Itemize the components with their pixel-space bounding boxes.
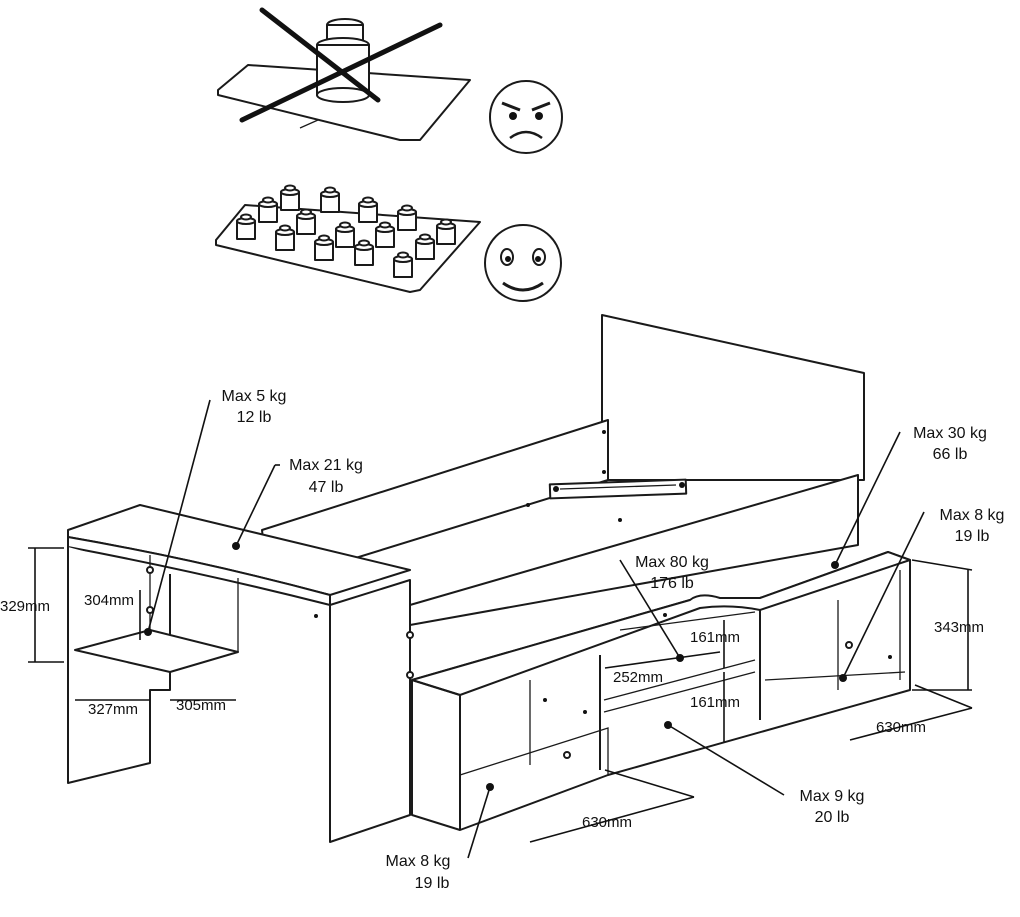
cross-mark-icon bbox=[259, 7, 381, 103]
desk-shelf-load-lb: 12 lb bbox=[237, 409, 272, 426]
bed-cabinet-unit bbox=[411, 551, 911, 831]
mid-shelf-load-kg: Max 80 kg bbox=[635, 554, 709, 571]
desk-shelf-height-dim: 304mm bbox=[84, 592, 134, 609]
small-weight-icon bbox=[436, 218, 456, 245]
small-weight-icon bbox=[280, 184, 300, 211]
mid-shelf-lower-dim: 161mm bbox=[690, 694, 740, 711]
small-weight-icon bbox=[375, 221, 395, 248]
end-shelf-load-kg: Max 8 kg bbox=[940, 507, 1005, 524]
desk-top-load-lb: 47 lb bbox=[309, 479, 344, 496]
mid-bottom-load-kg: Max 9 kg bbox=[800, 788, 865, 805]
mid-bottom-load-lb: 20 lb bbox=[815, 809, 850, 826]
mid-shelf-upper-dim: 161mm bbox=[690, 629, 740, 646]
small-weight-icon bbox=[393, 251, 413, 278]
small-weight-icon bbox=[275, 224, 295, 251]
small-weight-icon bbox=[314, 234, 334, 261]
desk-shelf-load-kg: Max 5 kg bbox=[222, 388, 287, 405]
angry-face-icon bbox=[489, 80, 563, 154]
metal-bracket-icon bbox=[548, 478, 688, 500]
dimension-lines bbox=[28, 547, 973, 843]
distributed-load-board-illustration bbox=[215, 184, 481, 293]
dimension-labels: 329mm 304mm 327mm 305mm 161mm 161mm 252m… bbox=[0, 592, 984, 831]
desk-depth-dim: 327mm bbox=[88, 701, 138, 718]
small-weight-icon bbox=[397, 204, 417, 231]
front-bottom-load-kg: Max 8 kg bbox=[386, 853, 451, 870]
small-weights-group bbox=[236, 184, 456, 278]
small-weight-icon bbox=[320, 186, 340, 213]
front-width-dim: 630mm bbox=[582, 814, 632, 831]
desk-height-dim: 329mm bbox=[0, 598, 50, 615]
load-labels: Max 5 kg 12 lb Max 21 kg 47 lb Max 30 kg… bbox=[222, 388, 1005, 892]
load-leader-lines bbox=[144, 399, 925, 859]
desk-unit bbox=[67, 504, 414, 843]
small-weight-icon bbox=[358, 196, 378, 223]
end-height-dim: 343mm bbox=[934, 619, 984, 636]
small-weight-icon bbox=[415, 233, 435, 260]
small-weight-icon bbox=[296, 208, 316, 235]
small-weight-icon bbox=[236, 213, 256, 240]
small-weight-icon bbox=[258, 196, 278, 223]
mid-shelf-load-lb: 176 lb bbox=[650, 575, 694, 592]
desk-shelf-depth-dim: 305mm bbox=[176, 697, 226, 714]
bed-headboard bbox=[601, 314, 865, 481]
end-width-dim: 630mm bbox=[876, 719, 926, 736]
small-weight-icon bbox=[335, 221, 355, 248]
bed-top-load-kg: Max 30 kg bbox=[913, 425, 987, 442]
end-shelf-load-lb: 19 lb bbox=[955, 528, 990, 545]
small-weight-icon bbox=[354, 239, 374, 266]
mid-shelf-width-dim: 252mm bbox=[613, 669, 663, 686]
desk-top-load-kg: Max 21 kg bbox=[289, 457, 363, 474]
overload-board-illustration bbox=[217, 7, 471, 141]
smiley-face-icon bbox=[484, 224, 562, 302]
front-bottom-load-lb: 19 lb bbox=[415, 875, 450, 892]
bed-top-load-lb: 66 lb bbox=[933, 446, 968, 463]
